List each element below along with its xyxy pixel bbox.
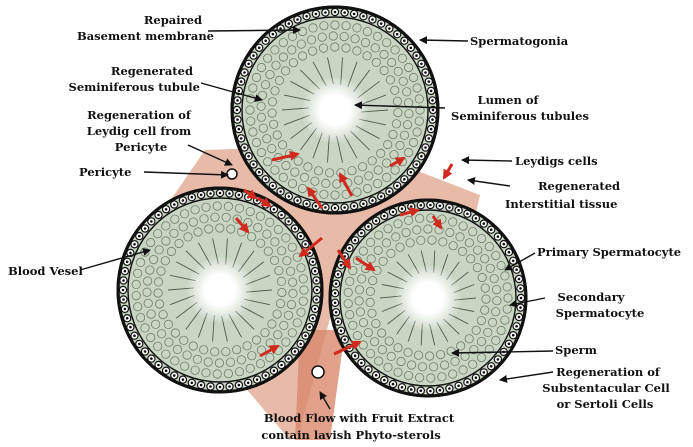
pointer-line [208, 30, 300, 31]
red-arrow [444, 164, 452, 178]
pointer-line [468, 180, 510, 186]
lumen [186, 256, 254, 324]
label-secondary-spermatocyte: Secondary Spermatocyte [556, 290, 645, 320]
label-leydigs-cells: Leydigs cells [515, 154, 598, 168]
pointer-line [500, 372, 553, 380]
lumen [301, 76, 369, 144]
blood-vessel [312, 366, 324, 378]
lumen [394, 264, 462, 332]
pointer-line [420, 40, 468, 41]
label-blood-vesel: Blood Vesel [8, 264, 83, 278]
label-regeneration-leydig: Regeneration of Leydig cell from Pericyt… [87, 108, 195, 154]
pericyte-cell [227, 169, 237, 179]
pointer-line [462, 160, 512, 161]
seminiferous-tubule [232, 7, 438, 213]
seminiferous-tubule [118, 188, 322, 392]
label-regenerated-seminiferous-tubule: Regenerated Seminiferous tubule [69, 64, 200, 94]
seminiferous-tubule [330, 200, 526, 396]
label-spermatogonia: Spermatogonia [470, 34, 569, 48]
label-primary-spermatocyte: Primary Spermatocyte [537, 245, 681, 259]
label-pericyte: Pericyte [79, 165, 131, 179]
label-regenerated-interstitial: Regenerated Interstitial tissue [505, 179, 624, 211]
label-repaired-basement-membrane: Repaired Basement membrane [77, 13, 214, 43]
label-regeneration-sertoli: Regeneration of Substentacular Cell or S… [542, 365, 673, 411]
label-sperm: Sperm [555, 343, 597, 357]
label-lumen: Lumen of Seminiferous tubules [451, 93, 589, 123]
